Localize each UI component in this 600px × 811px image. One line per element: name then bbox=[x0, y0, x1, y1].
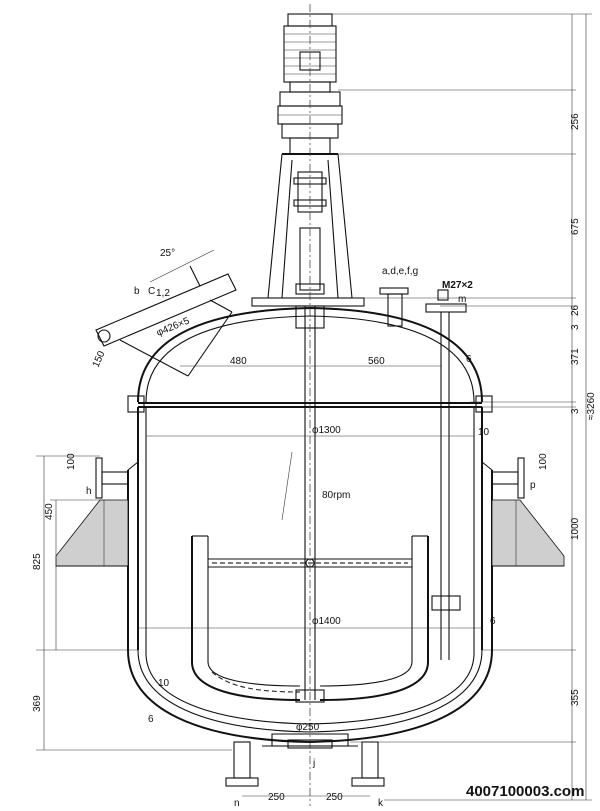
support-lug-left bbox=[55, 499, 129, 567]
dia-1400-label: φ1400 bbox=[312, 616, 341, 627]
dia-1300-label: φ1300 bbox=[312, 425, 341, 436]
nozzle-n-label: n bbox=[234, 798, 240, 809]
nozzle-group-label: a,d,e,f,g bbox=[382, 266, 418, 277]
thread-label: M27×2 bbox=[442, 280, 473, 291]
dim-450-label: 450 bbox=[44, 503, 55, 520]
nozzle-p bbox=[491, 457, 525, 499]
thermowell bbox=[425, 289, 467, 660]
nozzle-afg bbox=[379, 287, 409, 327]
manhole bbox=[95, 249, 237, 377]
nozzle-k-label: k bbox=[378, 798, 384, 809]
foot-k bbox=[351, 741, 385, 787]
dim-3a-label: 3 bbox=[570, 324, 581, 330]
thread-m-label: m bbox=[458, 294, 466, 305]
dim-675-label: 675 bbox=[570, 218, 581, 235]
manhole-dia-label: φ426×5 bbox=[155, 315, 192, 338]
nozzle-c-label: C bbox=[148, 286, 155, 297]
watermark-text: 4007100003.com bbox=[466, 783, 584, 800]
dim-371-label: 371 bbox=[570, 348, 581, 365]
dim-369-label: 369 bbox=[32, 695, 43, 712]
bottom-6-label: 6 bbox=[148, 714, 154, 725]
nozzle-j-label: j bbox=[312, 758, 315, 769]
angle-label: 25° bbox=[160, 248, 175, 259]
agitator-shaft bbox=[304, 4, 316, 806]
dim-26-label: 26 bbox=[570, 304, 581, 316]
jacket-100-left-label: 100 bbox=[66, 453, 77, 470]
dimension-lines-left bbox=[36, 455, 232, 751]
foot-n bbox=[225, 741, 259, 787]
vessel-shell bbox=[137, 407, 483, 655]
support-lug-right bbox=[491, 499, 565, 567]
dimension-lines-inner bbox=[138, 365, 482, 797]
dimension-lines-right bbox=[332, 13, 592, 801]
nozzle-p-label: p bbox=[530, 480, 536, 491]
wall-10-label: 10 bbox=[478, 427, 490, 438]
anchor-impeller bbox=[191, 535, 429, 703]
manhole-150-label: 150 bbox=[91, 349, 108, 369]
dim-355-label: 355 bbox=[570, 689, 581, 706]
foot-250-right-label: 250 bbox=[326, 792, 343, 803]
wall-6-right-label: 6 bbox=[490, 616, 496, 627]
top-flange bbox=[251, 297, 365, 329]
dim-825-label: 825 bbox=[32, 553, 43, 570]
dim-256-label: 256 bbox=[570, 113, 581, 130]
dim-total-label: ≈3260 bbox=[586, 392, 597, 420]
dist-480-label: 480 bbox=[230, 356, 247, 367]
nozzle-b-label: b bbox=[134, 286, 140, 297]
dim-1000-label: 1000 bbox=[570, 517, 581, 540]
pipe-6-label: 6 bbox=[466, 354, 472, 365]
nozzle-c-sub-label: 1,2 bbox=[156, 288, 170, 299]
dim-3b-label: 3 bbox=[570, 408, 581, 414]
jacket-100-right-label: 100 bbox=[538, 453, 549, 470]
nozzle-h-label: h bbox=[86, 486, 92, 497]
outlet-dia-label: φ250 bbox=[296, 722, 320, 733]
nozzle-h bbox=[95, 457, 129, 499]
speed-label: 80rpm bbox=[322, 490, 350, 501]
bottom-10-label: 10 bbox=[158, 678, 170, 689]
dist-560-label: 560 bbox=[368, 356, 385, 367]
foot-250-left-label: 250 bbox=[268, 792, 285, 803]
